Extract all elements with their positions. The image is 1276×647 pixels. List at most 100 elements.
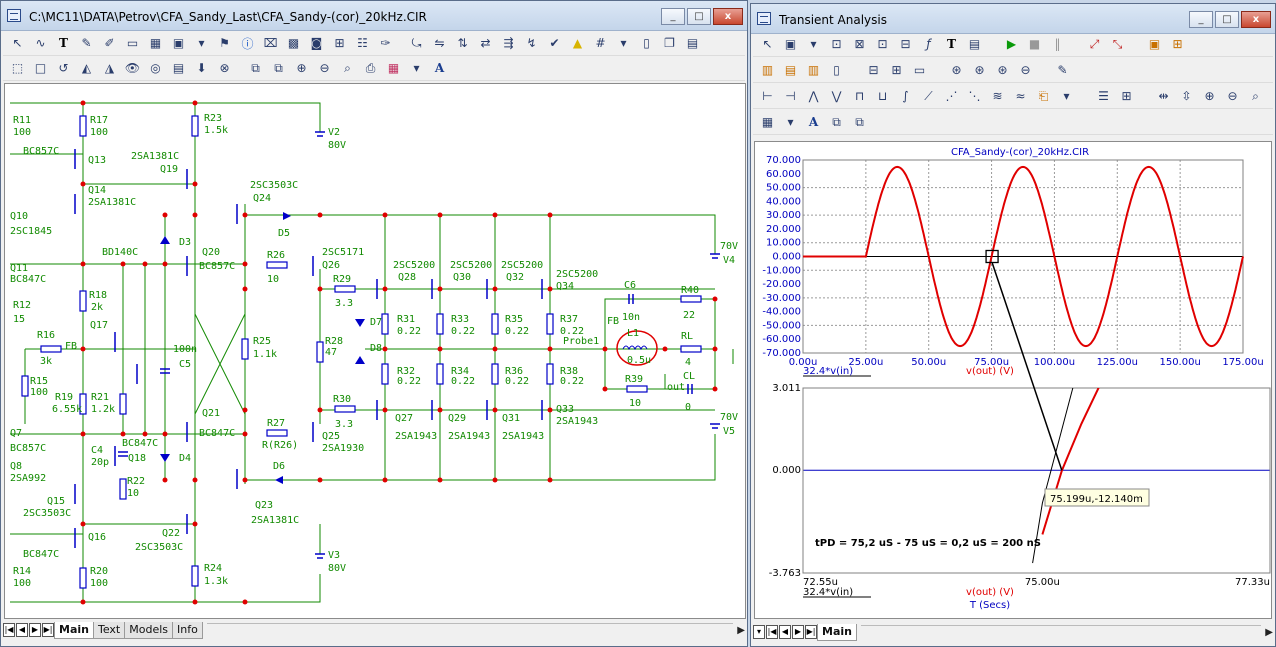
analysis-prev-page-icon[interactable]: ◀ bbox=[779, 625, 791, 639]
valley-cursor-icon[interactable]: ⋁ bbox=[831, 89, 842, 103]
zoom-in-icon[interactable]: ⊕ bbox=[296, 61, 307, 75]
diagonal-wire-icon[interactable]: ✎ bbox=[81, 36, 92, 50]
peak-icon[interactable]: ⤢ bbox=[1089, 36, 1100, 51]
edit-attribute-icon[interactable]: ✑ bbox=[380, 36, 391, 50]
analysis-scroll-right-icon[interactable]: ▶ bbox=[1265, 626, 1273, 638]
table-icon-2[interactable]: ▤ bbox=[784, 63, 797, 77]
schematic-canvas[interactable]: R11 100 R17 100 R23 1.5k V2 80V BC857C Q… bbox=[4, 83, 746, 619]
rotate-icon[interactable]: ⤿ bbox=[411, 35, 422, 50]
split-icon[interactable]: ▭ bbox=[913, 63, 926, 77]
flip-a-icon[interactable]: ◭ bbox=[81, 61, 92, 75]
text-mode-icon[interactable]: T bbox=[59, 36, 68, 50]
analysis-titlebar[interactable]: Transient Analysis _ □ x bbox=[751, 4, 1275, 34]
box-icon[interactable]: ▭ bbox=[126, 36, 139, 50]
points-icon[interactable]: ▩ bbox=[287, 36, 300, 50]
pen-icon[interactable]: ✐ bbox=[104, 36, 115, 50]
page-icon[interactable]: ▯ bbox=[643, 36, 650, 50]
schematic-titlebar[interactable]: C:\MC11\DATA\Petrov\CFA_Sandy_Last\CFA_S… bbox=[1, 1, 747, 31]
tab-models[interactable]: Models bbox=[124, 621, 173, 639]
analysis-close-button[interactable]: x bbox=[1241, 11, 1271, 28]
blank-icon[interactable]: □ bbox=[34, 61, 47, 75]
close-button[interactable]: x bbox=[713, 8, 743, 25]
table-icon-4[interactable]: ▯ bbox=[833, 63, 840, 77]
list-icon[interactable]: ☰ bbox=[1098, 89, 1109, 103]
copy-page-icon[interactable]: ❐ bbox=[664, 36, 675, 50]
table-icon-1[interactable]: ▥ bbox=[761, 63, 774, 77]
restore-button[interactable]: □ bbox=[687, 8, 711, 25]
cursor-left-icon[interactable]: ⊢ bbox=[762, 89, 773, 103]
paste-icon[interactable]: ⧉ bbox=[274, 60, 283, 75]
fit-y-icon[interactable]: ⇳ bbox=[1181, 89, 1192, 103]
flag-icon[interactable]: ⚑ bbox=[219, 36, 230, 50]
valley-icon[interactable]: ⤡ bbox=[1112, 36, 1123, 51]
function-icon[interactable]: ƒ bbox=[926, 37, 931, 51]
zoom-y-icon[interactable]: ⊛ bbox=[974, 63, 985, 77]
font-icon[interactable]: A bbox=[434, 61, 445, 75]
last-page-icon[interactable]: ▶| bbox=[42, 623, 54, 637]
analysis-last-page-icon[interactable]: ▶| bbox=[805, 625, 817, 639]
grid-dropdown-icon[interactable]: ▾ bbox=[787, 115, 794, 129]
mirror-icon[interactable]: ⇄ bbox=[480, 36, 491, 50]
down-icon[interactable]: ⬇ bbox=[196, 61, 207, 75]
zoom-in-icon[interactable]: ⊕ bbox=[1204, 89, 1215, 103]
clipboard-dropdown-icon[interactable]: ▾ bbox=[1063, 89, 1070, 103]
properties-icon[interactable]: ▤ bbox=[968, 37, 981, 51]
analysis-tab-main[interactable]: Main bbox=[817, 623, 857, 641]
global-low-icon[interactable]: ⋱ bbox=[968, 89, 981, 103]
fit-icon[interactable]: ⊡ bbox=[877, 37, 888, 51]
print-icon[interactable]: ⎙ bbox=[365, 60, 376, 75]
tab-main[interactable]: Main bbox=[54, 621, 94, 639]
analysis-next-page-icon[interactable]: ▶ bbox=[792, 625, 804, 639]
zoom-xy-icon[interactable]: ⊛ bbox=[997, 63, 1008, 77]
table-icon-3[interactable]: ▥ bbox=[807, 63, 820, 77]
undo-rotate-icon[interactable]: ↺ bbox=[58, 61, 69, 75]
edit-icon[interactable]: ✎ bbox=[1057, 63, 1068, 77]
pause-icon[interactable]: ‖ bbox=[1054, 37, 1061, 51]
warning-icon[interactable]: ▲ bbox=[572, 36, 583, 50]
analysis-minimize-button[interactable]: _ bbox=[1189, 11, 1213, 28]
minimize-plot-icon[interactable]: ⊟ bbox=[900, 37, 911, 51]
flip-y-icon[interactable]: ⇅ bbox=[457, 36, 468, 50]
number-icon[interactable]: ⊞ bbox=[1121, 89, 1132, 103]
flip-b-icon[interactable]: ◮ bbox=[104, 61, 115, 75]
zoom-fit-icon[interactable]: ⌕ bbox=[344, 60, 351, 75]
probe-icon[interactable]: ↯ bbox=[526, 36, 537, 50]
text-icon[interactable]: T bbox=[947, 37, 956, 51]
color-palette-icon[interactable]: ▦ bbox=[387, 61, 400, 75]
cursor-right-icon[interactable]: ⊣ bbox=[785, 89, 796, 103]
first-page-icon[interactable]: |◀ bbox=[3, 623, 15, 637]
wire-mode-icon[interactable]: ∿ bbox=[35, 36, 46, 50]
horizontal-scrollbar[interactable] bbox=[206, 623, 734, 637]
high-cursor-icon[interactable]: ⊓ bbox=[854, 89, 865, 103]
global-high-icon[interactable]: ⋰ bbox=[945, 89, 958, 103]
prev-page-icon[interactable]: ◀ bbox=[16, 623, 28, 637]
split-v-icon[interactable]: ⊞ bbox=[891, 63, 902, 77]
tokens-icon[interactable]: ⊞ bbox=[1172, 37, 1183, 51]
font-icon[interactable]: A bbox=[808, 115, 819, 129]
data-points-icon[interactable]: ▣ bbox=[1148, 37, 1161, 51]
slope-icon[interactable]: ⟋ bbox=[924, 88, 933, 103]
copy-icon[interactable]: ⧉ bbox=[251, 60, 260, 75]
stop-icon[interactable]: ⊗ bbox=[219, 61, 230, 75]
split-h-icon[interactable]: ⊟ bbox=[868, 63, 879, 77]
stop-run-icon[interactable]: ■ bbox=[1028, 37, 1041, 51]
palette-dropdown-icon[interactable]: ▾ bbox=[413, 61, 420, 75]
analysis-restore-button[interactable]: □ bbox=[1215, 11, 1239, 28]
grid-icon[interactable]: ▦ bbox=[761, 115, 774, 129]
analysis-first-page-icon[interactable]: |◀ bbox=[766, 625, 778, 639]
inflection-icon[interactable]: ∫ bbox=[902, 89, 909, 103]
tab-text[interactable]: Text bbox=[92, 621, 126, 639]
scroll-right-icon[interactable]: ▶ bbox=[737, 624, 745, 636]
tab-info[interactable]: Info bbox=[172, 621, 203, 639]
select-arrow-icon[interactable]: ↖ bbox=[12, 36, 23, 50]
zoom-x-icon[interactable]: ⊛ bbox=[951, 63, 962, 77]
component-icon[interactable]: ▦ bbox=[149, 36, 162, 50]
step-icon[interactable]: ⇶ bbox=[503, 36, 514, 50]
chip-icon[interactable]: ▣ bbox=[172, 36, 185, 50]
multi-cursor-icon[interactable]: ≋ bbox=[992, 89, 1003, 103]
grid-text-icon[interactable]: ☷ bbox=[357, 36, 368, 50]
zoom-out-icon[interactable]: ⊖ bbox=[1227, 89, 1238, 103]
analysis-dropdown-icon[interactable]: ▾ bbox=[753, 625, 765, 639]
run-icon[interactable]: ▶ bbox=[1006, 37, 1017, 51]
